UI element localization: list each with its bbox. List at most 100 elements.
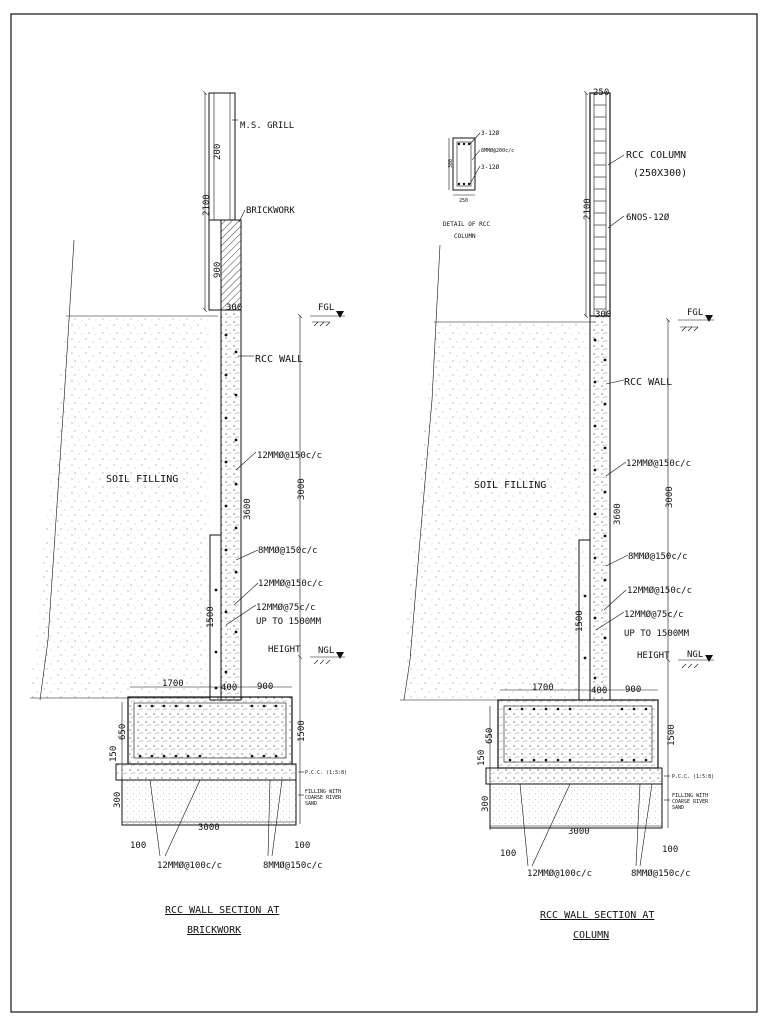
detail-label-2: 8MMØ@200c/c	[481, 147, 514, 154]
footing	[127, 696, 293, 765]
column-label-2: (250X300)	[633, 168, 687, 179]
dim-100b-right: 100	[662, 845, 678, 855]
fill-label-3-right: SAND	[672, 805, 684, 811]
bottom-rebar-label-2-right: 8MMØ@150c/c	[631, 868, 691, 879]
pcc-label: P.C.C. (1:5:8)	[305, 770, 347, 776]
detail-caption-2: COLUMN	[454, 233, 476, 240]
rcc-column	[589, 92, 611, 317]
dim-650: 650	[118, 724, 128, 740]
ngl-marker-right	[678, 655, 714, 669]
dim-1500a-right: 1500	[575, 610, 585, 632]
rebar-label-5-right: UP TO 1500MM	[624, 629, 690, 639]
soil-filling-area	[30, 316, 210, 698]
dim-900v: 900	[213, 262, 223, 278]
dim-650-right: 650	[485, 728, 495, 744]
bars-label: 6NOS-12Ø	[626, 212, 670, 223]
dim-2100: 2100	[202, 194, 212, 216]
fill-label-2-right: COARSE RIVER	[672, 799, 709, 805]
column-detail: 3-12Ø 8MMØ@200c/c 3-12Ø 300 250 DETAIL O…	[443, 130, 514, 240]
dim-2100-right: 2100	[583, 198, 593, 220]
rebar-label-6: HEIGHT	[268, 645, 301, 655]
dim-100a-right: 100	[500, 849, 516, 859]
dim-300b: 300	[113, 792, 123, 808]
grill-label: M.S. GRILL	[240, 121, 294, 131]
rcc-wall-right	[589, 315, 611, 701]
soil-filling-area-right	[400, 322, 590, 700]
fill-label-3: SAND	[305, 801, 317, 807]
dim-1700-right: 1700	[532, 683, 554, 693]
rcc-wall-label-right: RCC WALL	[624, 377, 672, 388]
rcc-wall-label: RCC WALL	[255, 354, 303, 365]
fgl-label: FGL	[318, 303, 334, 313]
rebar-label-4-right: 12MMØ@75c/c	[624, 609, 684, 620]
dim-1500b-right: 1500	[667, 724, 677, 746]
ngl-label-right: NGL	[687, 650, 703, 660]
soil-filling-label-right: SOIL FILLING	[474, 480, 546, 491]
rebar-label-2-right: 8MMØ@150c/c	[628, 551, 688, 562]
detail-dim-250: 250	[459, 198, 468, 204]
dim-150: 150	[109, 746, 119, 762]
column-ties	[594, 104, 606, 310]
column-label-1: RCC COLUMN	[626, 150, 686, 161]
right-section: RCC COLUMN (250X300) 6NOS-12Ø 250 RCC WA…	[400, 88, 714, 941]
bottom-rebar-label-2: 8MMØ@150c/c	[263, 860, 323, 871]
ngl-label: NGL	[318, 646, 334, 656]
rebar-label-5: UP TO 1500MM	[256, 617, 322, 627]
bottom-rebar-label-1: 12MMØ@100c/c	[157, 860, 222, 871]
dim-400-right: 400	[591, 686, 607, 696]
detail-caption-1: DETAIL OF RCC	[443, 221, 490, 228]
dim-400: 400	[221, 683, 237, 693]
right-title-line-2: COLUMN	[573, 930, 609, 941]
fill-label-1: FILLING WITH	[305, 789, 341, 795]
fgl-marker-right	[678, 315, 714, 332]
brickwork	[220, 219, 242, 311]
detail-label-1: 3-12Ø	[481, 130, 499, 137]
fgl-marker	[310, 311, 345, 327]
fill-label-1-right: FILLING WITH	[672, 793, 708, 799]
dim-1500b: 1500	[297, 720, 307, 742]
dim-200: 200	[213, 144, 223, 160]
soil-filling-label: SOIL FILLING	[106, 474, 178, 485]
rebar-label-6-right: HEIGHT	[637, 651, 670, 661]
rebar-label-2: 8MMØ@150c/c	[258, 545, 318, 556]
dim-3000: 3000	[198, 823, 220, 833]
dim-3600-right: 3600	[613, 503, 623, 525]
dim-3000v: 3000	[297, 478, 307, 500]
pcc-layer-right	[485, 767, 663, 785]
dim-3000-right: 3000	[568, 827, 590, 837]
rebar-label-4: 12MMØ@75c/c	[256, 602, 316, 613]
dim-900: 900	[257, 682, 273, 692]
dim-3000v-right: 3000	[665, 486, 675, 508]
rebar-label-1: 12MMØ@150c/c	[257, 450, 322, 461]
brickwork-label: BRICKWORK	[246, 206, 295, 216]
right-title-line-1: RCC WALL SECTION AT	[540, 910, 654, 921]
detail-dim-300: 300	[448, 159, 454, 168]
dim-900-right: 900	[625, 685, 641, 695]
detail-label-3: 3-12Ø	[481, 164, 499, 171]
dim-3600: 3600	[243, 498, 253, 520]
bottom-rebar-label-1-right: 12MMØ@100c/c	[527, 868, 592, 879]
pcc-layer	[115, 763, 297, 781]
dim-300-right: 300	[595, 310, 611, 320]
left-section: M.S. GRILL BRICKWORK RCC WALL SOIL FILLI…	[30, 93, 347, 936]
rebar-label-1-right: 12MMØ@150c/c	[626, 458, 691, 469]
dim-300b-right: 300	[481, 796, 491, 812]
rebar-label-3-right: 12MMØ@150c/c	[627, 585, 692, 596]
left-title-line-2: BRICKWORK	[187, 925, 241, 936]
fill-label-2: COARSE RIVER	[305, 795, 342, 801]
dim-100b: 100	[294, 841, 310, 851]
dim-300: 300	[226, 303, 242, 313]
sheet-border	[10, 13, 758, 1013]
sand-filling-right	[489, 783, 663, 829]
dim-100a: 100	[130, 841, 146, 851]
left-title-line-1: RCC WALL SECTION AT	[165, 905, 279, 916]
dim-250-top: 250	[593, 88, 609, 98]
dim-150-right: 150	[477, 750, 487, 766]
rebar-label-3: 12MMØ@150c/c	[258, 578, 323, 589]
dim-1700: 1700	[162, 679, 184, 689]
fgl-label-right: FGL	[687, 308, 703, 318]
dim-1500a: 1500	[206, 606, 216, 628]
footing-right	[497, 699, 659, 769]
rcc-wall	[220, 309, 242, 701]
